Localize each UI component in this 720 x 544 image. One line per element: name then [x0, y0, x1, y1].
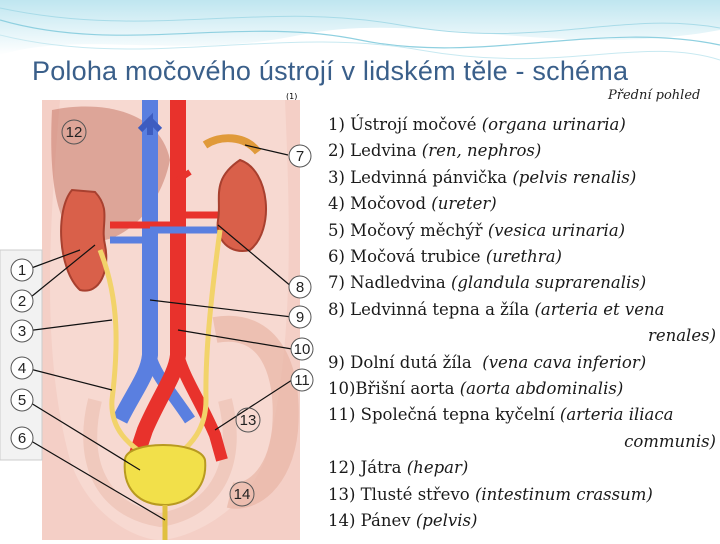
marker-circle: 6 [10, 426, 34, 450]
legend-item: 8) Ledvinná tepna a žíla (arteria et ven… [328, 299, 665, 319]
legend-item: 1) Ústrojí močové (organa urinaria) [328, 115, 626, 134]
marker-label: 7 [296, 148, 304, 165]
marker-circle: 5 [10, 388, 34, 412]
figure-markers: 1 2 3 4 5 6 7 8 9 10 11 12 13 14 [10, 119, 314, 507]
marker-label: 6 [18, 430, 26, 447]
right-ureter-shape [176, 229, 223, 457]
marker-label: 3 [18, 323, 26, 340]
marker-label: 2 [18, 293, 26, 310]
legend-item: 13) Tlusté střevo (intestinum crassum) [328, 484, 653, 504]
marker-circle: 12 [61, 119, 87, 145]
legend-item: 6) Močová trubice (urethra) [328, 247, 562, 267]
legend-item-continuation: renales) [647, 326, 716, 346]
legend-item: 4) Močovod (ureter) [328, 194, 497, 214]
pelvis-shape [83, 398, 237, 528]
marker-circle: 10 [290, 337, 314, 361]
legend-item: 11) Společná tepna kyčelní (arteria ilia… [328, 405, 674, 425]
legend-item: 5) Močový měchýř (vesica urinaria) [328, 220, 626, 240]
marker-circle: 9 [288, 305, 312, 329]
legend-item: 7) Nadledvina (glandula suprarenalis) [328, 273, 647, 293]
marker-circle: 1 [10, 258, 34, 282]
left-kidney-shape [60, 188, 108, 292]
marker-label: 4 [18, 360, 26, 377]
marker-circle: 3 [10, 319, 34, 343]
left-ureter-shape [97, 249, 147, 458]
legend-list: 1) Ústrojí močové (organa urinaria) 2) L… [328, 112, 720, 535]
legend-item: 2) Ledvina (ren, nephros) [328, 141, 542, 161]
legend-item: 9) Dolní dutá žíla (vena cava inferior) [328, 352, 647, 372]
marker-label: 5 [18, 392, 26, 409]
marker-label: 13 [240, 412, 257, 429]
marker-label: 12 [66, 124, 83, 141]
anatomy-figure: 1 2 3 4 5 6 7 8 9 10 11 12 13 14 [0, 100, 320, 540]
bladder-shape [123, 444, 207, 507]
marker-circle: 14 [229, 481, 255, 507]
marker-label: 14 [234, 486, 251, 503]
legend-item: 12) Játra (hepar) [328, 458, 469, 478]
page-title: Poloha močového ústrojí v lidském těle -… [32, 56, 629, 86]
marker-circle: 4 [10, 356, 34, 380]
urinary-system-diagram [0, 100, 320, 540]
marker-label: 9 [296, 309, 304, 326]
marker-label: 1 [18, 262, 26, 279]
marker-circle: 7 [288, 144, 312, 168]
marker-circle: 13 [235, 407, 261, 433]
legend-item: 14) Pánev (pelvis) [328, 511, 478, 531]
right-kidney-shape [216, 158, 267, 252]
marker-label: 11 [294, 372, 310, 389]
marker-circle: 2 [10, 289, 34, 313]
marker-label: 10 [294, 341, 311, 358]
legend-item-continuation: communis) [624, 431, 716, 451]
header-banner [0, 0, 720, 95]
reference-mark: (1) [286, 92, 298, 101]
legend-item: 3) Ledvinná pánvička (pelvis renalis) [328, 167, 637, 187]
marker-label: 8 [296, 279, 304, 296]
colon-shape [212, 315, 299, 509]
view-label: Přední pohled [608, 88, 701, 103]
legend-item: 10)Břišní aorta (aorta abdominalis) [328, 379, 624, 399]
marker-circle: 11 [290, 368, 314, 392]
marker-circle: 8 [288, 275, 312, 299]
wave-decoration [0, 0, 720, 61]
